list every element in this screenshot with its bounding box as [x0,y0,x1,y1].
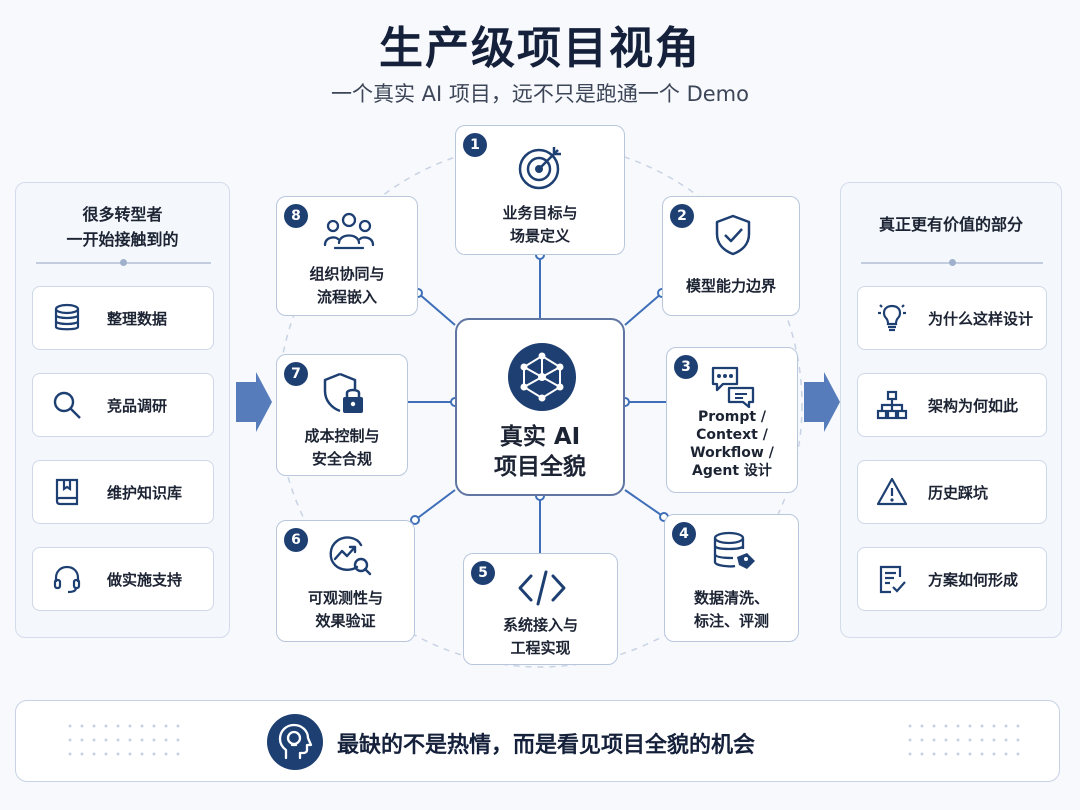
divider [861,259,1043,266]
right-item-why-design: 为什么这样设计 [857,286,1047,350]
node-business-goals: 1 业务目标与 场景定义 [455,125,625,255]
network-cube-icon [508,343,576,411]
right-item-solution: 方案如何形成 [857,547,1047,611]
connector-4 [624,489,665,518]
connector-8 [417,292,456,326]
left-item-implementation-support: 做实施支持 [32,547,214,611]
right-panel-title: 真正更有价值的部分 [878,215,1023,234]
team-icon [323,212,375,250]
left-item-label: 整理数据 [107,309,168,328]
node-label-line1: 业务目标与 [502,204,578,222]
node-label-line1: 组织协同与 [309,265,385,283]
divider [36,259,211,266]
book-icon [55,478,79,506]
left-item-data-cleanup: 整理数据 [32,286,214,350]
orbit-ring [277,142,803,668]
node-cost-security: 7 成本控制与 安全合规 [276,354,408,476]
center-label-line1: 真实 AI [499,424,581,450]
right-item-label: 方案如何形成 [928,570,1019,589]
node-label-line2: 效果验证 [315,612,376,630]
left-item-knowledge-base: 维护知识库 [32,460,214,524]
node-label-line2: 工程实现 [510,639,571,657]
node-observability: 6 可观测性与 效果验证 [276,520,415,642]
right-item-label: 为什么这样设计 [928,309,1034,328]
node-label-line2: 标注、评测 [693,612,769,630]
page-title: 生产级项目视角 [379,23,701,74]
left-item-label: 竞品调研 [107,396,168,415]
database-icon [54,303,80,331]
right-panel: 真正更有价值的部分 为什么这样设计 架构为何 [840,182,1062,638]
footer-text: 最缺的不是热情，而是看见项目全貌的机会 [337,733,756,758]
left-item-competitor-research: 竞品调研 [32,373,214,437]
right-item-lessons: 历史踩坑 [857,460,1047,524]
node-label-line1: 系统接入与 [502,616,578,634]
node-label-line1: 数据清洗、 [693,589,769,607]
node-org-collaboration: 8 组织协同与 流程嵌入 [276,196,418,316]
headset-icon [53,565,81,594]
dot-pattern-right [908,724,1020,756]
node-model-boundary: 2 模型能力边界 [662,196,800,316]
node-label-line1: 模型能力边界 [685,277,776,295]
footer-banner [15,700,1060,782]
step-badge: 7 [284,362,308,386]
step-badge: 2 [670,204,694,228]
document-check-icon [879,565,906,594]
arrow-right-icon [236,372,272,432]
node-label-line1: Prompt / [697,409,767,425]
code-icon [518,570,566,606]
step-badge: 8 [284,204,308,228]
left-item-label: 维护知识库 [107,483,183,502]
step-badge: 4 [672,522,696,546]
node-label-line3: Workflow / [690,445,774,461]
chat-bubbles-icon [711,366,755,408]
center-label-line2: 项目全貌 [494,454,586,480]
arrow-right-icon [804,372,840,432]
step-badge: 1 [463,133,487,157]
node-label-line4: Agent 设计 [692,463,772,479]
chart-search-icon [329,536,372,576]
shield-lock-icon [323,372,363,413]
left-panel-title-line2: 一开始接触到的 [66,230,179,249]
node-prompt-design: 3 Prompt / Context / Workflow / Agent 设计 [666,347,798,493]
node-label-line2: Context / [696,427,768,443]
node-label-line1: 成本控制与 [304,427,380,445]
hierarchy-icon [876,390,908,420]
connector-2 [624,292,663,326]
lightbulb-icon [878,304,906,332]
page-subtitle: 一个真实 AI 项目，远不只是跑通一个 Demo [331,82,749,106]
database-tag-icon [713,531,755,569]
node-system-integration: 5 系统接入与 工程实现 [463,553,618,665]
dot-pattern-left [68,724,180,756]
left-panel-title-line1: 很多转型者 [82,205,163,224]
step-badge: 6 [284,528,308,552]
shield-check-icon [715,214,751,256]
step-badge: 5 [471,561,495,585]
node-data-labeling: 4 数据清洗、 标注、评测 [664,514,799,642]
node-label-line2: 安全合规 [311,450,372,468]
right-item-label: 历史踩坑 [928,483,989,502]
center-hub: 真实 AI 项目全貌 [455,318,625,496]
search-icon [53,391,81,419]
head-lightbulb-icon [267,714,323,770]
left-item-label: 做实施支持 [107,570,183,589]
node-label-line1: 可观测性与 [307,589,383,607]
node-label-line2: 流程嵌入 [316,288,377,306]
right-item-architecture: 架构为何如此 [857,373,1047,437]
step-badge: 3 [674,355,698,379]
node-label-line2: 场景定义 [509,227,570,245]
left-panel: 很多转型者 一开始接触到的 整理数据 竞品调研 [15,182,230,638]
warning-icon [876,477,908,506]
right-item-label: 架构为何如此 [928,396,1019,415]
target-icon [518,147,561,190]
connector-dot [410,515,420,525]
connector-6 [414,489,456,521]
